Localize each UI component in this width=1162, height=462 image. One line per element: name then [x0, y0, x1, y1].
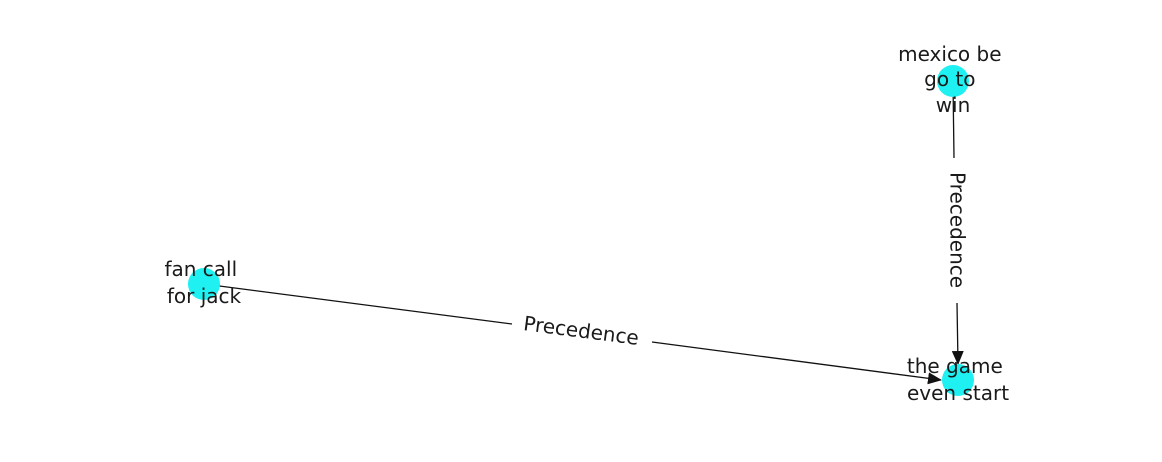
edge-line [203, 283, 513, 325]
node-label: mexico be go to win [898, 42, 1008, 117]
edge-mexico-to-game: Precedence [946, 81, 970, 365]
node-the-game-even-start: the game even start [907, 354, 1009, 405]
node-circle [937, 65, 969, 97]
edge-label: Precedence [522, 311, 640, 350]
edge-label: Precedence [946, 172, 970, 288]
node-circle [188, 268, 220, 300]
node-fan-call-for-jack: fan call for jack [164, 257, 243, 308]
node-circle [942, 364, 974, 396]
edge-fan-to-game: Precedence [203, 283, 942, 385]
node-label: the game even start [907, 354, 1009, 405]
edge-line [651, 341, 942, 385]
node-label: fan call for jack [164, 257, 243, 308]
node-mexico-be-go-to-win: mexico be go to win [898, 42, 1008, 117]
edge-line [951, 302, 964, 365]
